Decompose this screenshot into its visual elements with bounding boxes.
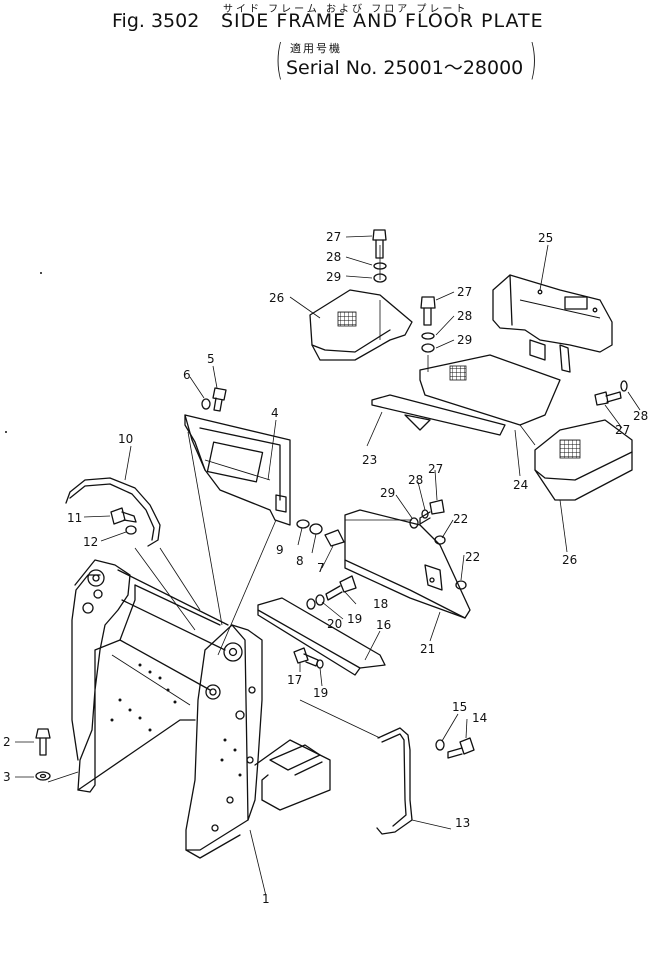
callout-22-upper: 22	[453, 512, 468, 526]
leader-lines	[15, 235, 641, 897]
serial-bracket-left: (	[275, 35, 283, 84]
callout-27-middle: 27	[457, 285, 472, 299]
cover-upper	[309, 289, 413, 361]
callout-29-middle: 29	[457, 333, 472, 347]
callout-21: 21	[420, 642, 435, 656]
callout-28-right: 28	[633, 409, 648, 423]
callout-13: 13	[455, 816, 470, 830]
callout-28-top: 28	[326, 250, 341, 264]
callout-10: 10	[118, 432, 133, 446]
callout-28-plate: 28	[408, 473, 423, 487]
callout-9: 9	[276, 543, 284, 557]
callout-12: 12	[83, 535, 98, 549]
serial-range: Serial No. 25001～28000	[286, 57, 524, 79]
callout-4: 4	[271, 406, 279, 420]
callout-27-top: 27	[326, 230, 341, 244]
serial-kanji: 適用号機	[290, 42, 342, 55]
cover-lower	[534, 419, 633, 501]
callout-3: 3	[3, 770, 11, 784]
floor-plate-rear	[419, 354, 561, 426]
callout-15: 15	[452, 700, 467, 714]
callout-26-lower: 26	[562, 553, 577, 567]
callout-29-plate: 29	[380, 486, 395, 500]
panel-bracket	[184, 414, 291, 526]
callout-labels: 1 2 3 4 5 6 7 8 9 10 11 12 13 14 15 16 1…	[3, 230, 648, 906]
floor-plate-front	[371, 394, 506, 436]
callout-28-middle: 28	[457, 309, 472, 323]
callout-22-lower: 22	[465, 550, 480, 564]
callout-24: 24	[513, 478, 528, 492]
callout-19-lower: 19	[313, 686, 328, 700]
cross-plate	[257, 597, 386, 676]
serial-bracket-right: )	[529, 35, 537, 84]
callout-1: 1	[262, 892, 270, 906]
callout-26-upper: 26	[269, 291, 284, 305]
callout-14: 14	[472, 711, 487, 725]
grab-handle-left	[65, 477, 161, 547]
diagram-title: SIDE FRAME AND FLOOR PLATE	[221, 10, 544, 32]
instrument-bracket	[492, 274, 613, 373]
callout-27-plate: 27	[428, 462, 443, 476]
callout-6: 6	[183, 368, 191, 382]
fasteners	[35, 229, 628, 781]
callout-8: 8	[296, 554, 304, 568]
callout-27-right: 27	[615, 423, 630, 437]
callout-2: 2	[3, 735, 11, 749]
callout-23: 23	[362, 453, 377, 467]
callout-29-top: 29	[326, 270, 341, 284]
callout-25: 25	[538, 231, 553, 245]
callout-20: 20	[327, 617, 342, 631]
callout-19-upper: 19	[347, 612, 362, 626]
callout-18: 18	[373, 597, 388, 611]
title-kana: サイド フレーム および フロア プレート	[223, 4, 469, 15]
callout-7: 7	[317, 561, 325, 575]
callout-16: 16	[376, 618, 391, 632]
grab-handle-right	[376, 727, 413, 835]
callout-5: 5	[207, 352, 215, 366]
figure-label: Fig. 3502	[112, 10, 200, 32]
callout-17: 17	[287, 673, 302, 687]
side-frame-assembly	[71, 559, 331, 859]
side-cover-plate	[344, 509, 471, 619]
callout-11: 11	[67, 511, 82, 525]
